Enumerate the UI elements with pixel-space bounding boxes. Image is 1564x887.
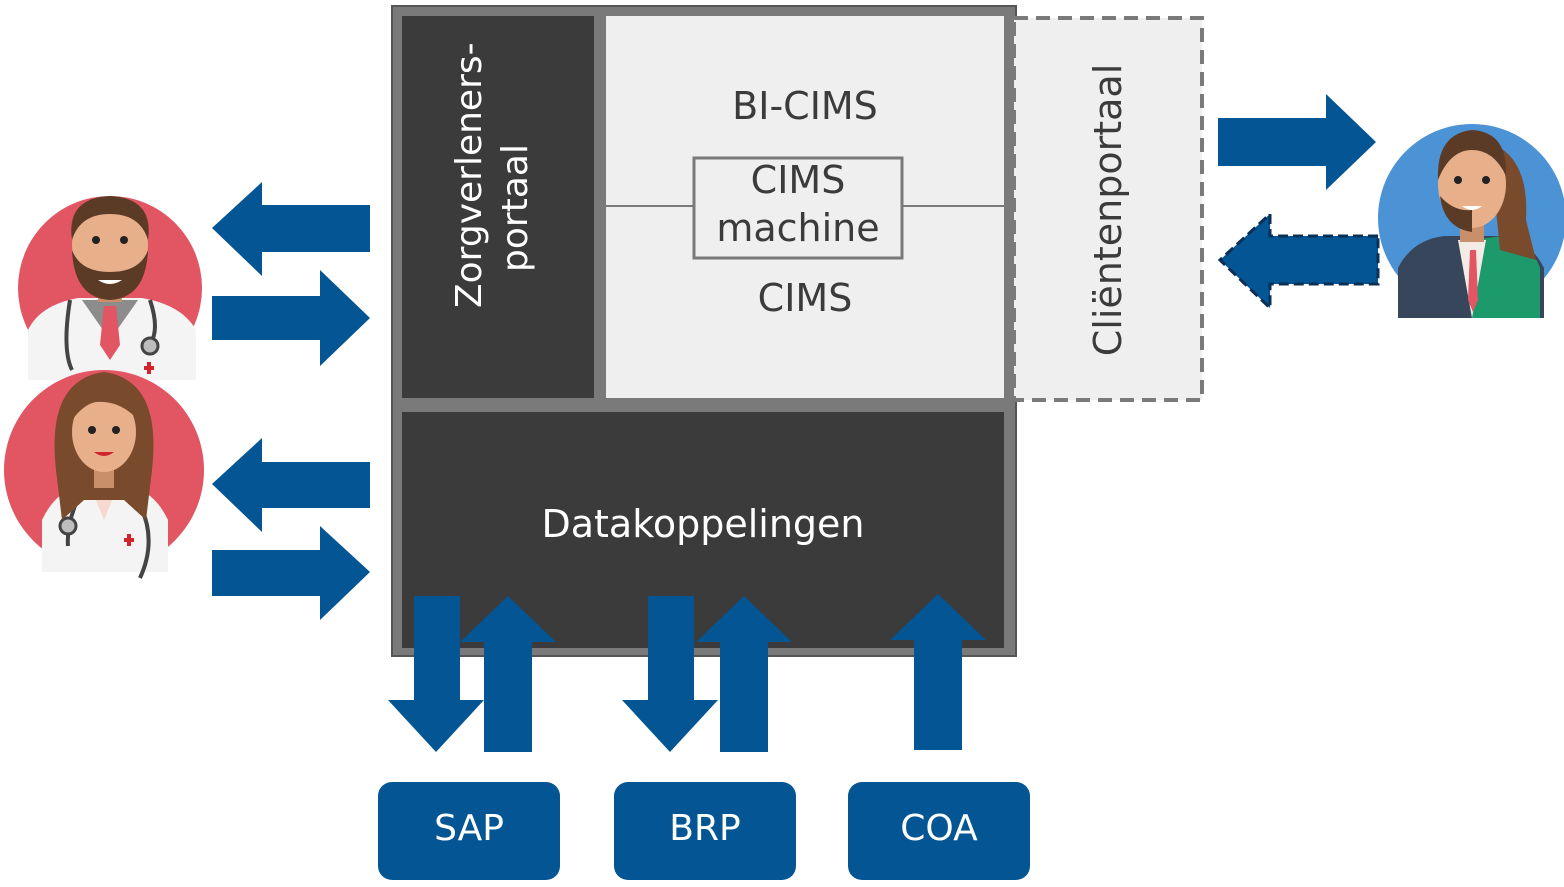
care-provider-portal-label: Zorgverleners- portaal [447,42,547,308]
client-portal-label: Cliëntenportaal [1086,63,1130,357]
source-box-brp [614,782,796,880]
male-doctor-avatar [18,196,202,380]
arrow-down-sap [388,596,484,752]
cims-machine-box [692,156,904,260]
arrow-from-client [1217,210,1380,312]
source-box-coa [848,782,1030,880]
cims-label: CIMS [757,276,853,320]
data-links-label: Datakoppelingen [541,502,865,546]
arrow-up-brp [696,596,792,752]
cims-machine-label-line1: CIMS [750,158,846,202]
source-label-sap: SAP [434,808,504,849]
care-provider-portal-label-line2: portaal [495,144,536,272]
care-provider-portal-panel [402,16,594,398]
client-portal-panel [1012,16,1204,402]
source-label-coa: COA [900,808,978,849]
source-box-sap [378,782,560,880]
arrow-down-brp [622,596,718,752]
arrow-up-sap [460,596,556,752]
arrow-from-care-provider-1 [212,270,370,366]
arrow-from-care-provider-2 [212,526,370,620]
arrow-to-care-provider-2 [212,438,370,532]
client-avatar [1378,124,1564,318]
bi-cims-label: BI-CIMS [732,84,878,128]
female-doctor-avatar [4,370,204,579]
arrow-to-client [1218,94,1376,190]
source-label-brp: BRP [669,808,741,849]
arrow-up-coa [890,594,986,750]
cims-machine-label-line2: machine [716,206,880,250]
arrow-to-care-provider-1 [212,182,370,276]
care-provider-portal-label-line1: Zorgverleners- [449,42,490,308]
